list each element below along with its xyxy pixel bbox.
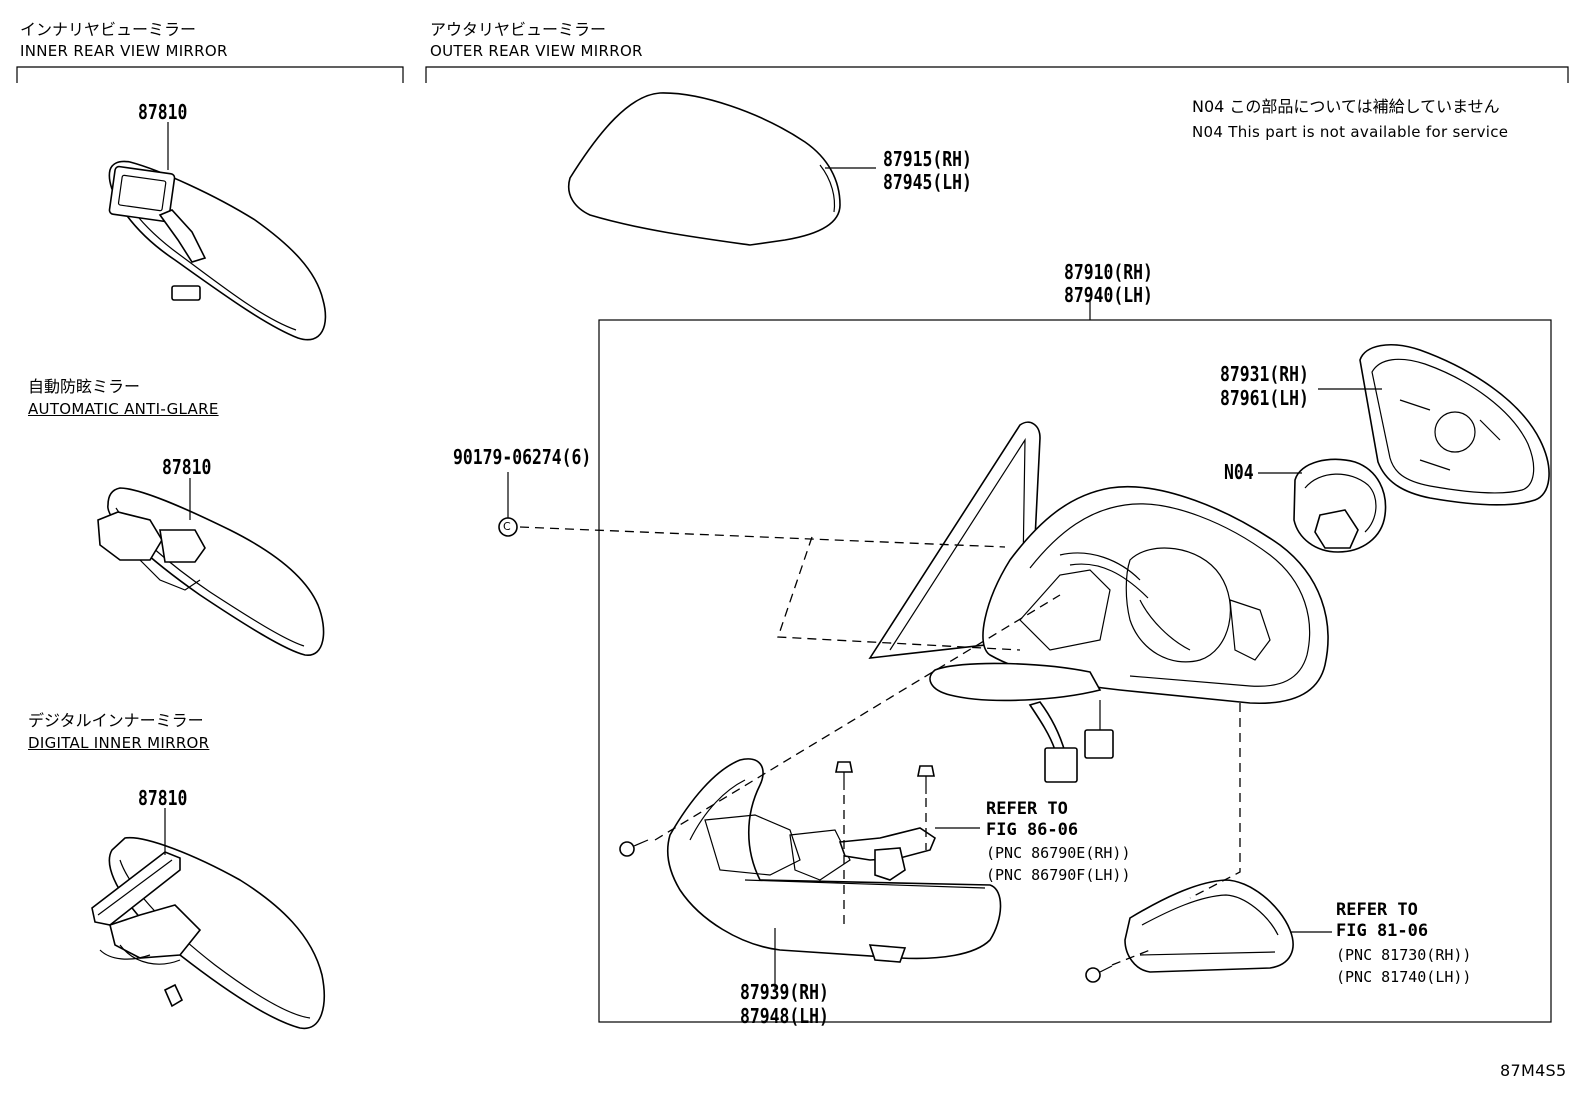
ref2-pnc1: (PNC 81730(RH)) [1336, 946, 1472, 964]
ref2-line2: FIG 81-06 [1336, 921, 1429, 941]
assembly-dashed-lines [519, 526, 1241, 966]
part-number-cover-lh: 87945(LH) [883, 170, 972, 194]
screws-drawing [498, 472, 1113, 983]
part-number-n04: N04 [1224, 460, 1254, 484]
actuator-n04-drawing [1258, 458, 1387, 553]
outer-section-title-en: OUTER REAR VIEW MIRROR [430, 42, 643, 60]
inner-mirror-1-drawing [108, 122, 327, 341]
glass-backing-drawing [1318, 344, 1550, 506]
inner-mirror-3-drawing [91, 808, 325, 1030]
auto-antiglare-title-en: AUTOMATIC ANTI-GLARE [28, 400, 219, 418]
outer-section-title-jp: アウタリヤビューミラー [430, 20, 607, 39]
side-turn-lamp-drawing [1124, 879, 1332, 973]
part-number-87810-inner: 87810 [138, 100, 188, 124]
part-number-cover-rh: 87915(RH) [883, 147, 972, 171]
part-number-glass-rh: 87931(RH) [1220, 362, 1309, 386]
figure-code: 87M4S5 [1500, 1061, 1567, 1080]
part-number-lower-cover-rh: 87939(RH) [740, 980, 829, 1004]
inner-section-bracket [16, 66, 404, 83]
ref1-pnc1: (PNC 86790E(RH)) [986, 844, 1131, 862]
lower-cover-drawing [666, 758, 1002, 990]
part-number-lower-cover-lh: 87948(LH) [740, 1004, 829, 1028]
inner-section-title-jp: インナリヤビューミラー [20, 20, 197, 39]
assembly-frame [598, 319, 1552, 1023]
ref2-line1: REFER TO [1336, 900, 1418, 920]
part-number-assy-rh: 87910(RH) [1064, 260, 1153, 284]
auto-antiglare-title-jp: 自動防眩ミラー [28, 377, 141, 396]
part-number-screw: 90179-06274(6) [453, 445, 592, 469]
screw-symbol: C [503, 520, 511, 533]
mirror-housing-drawing [929, 486, 1329, 783]
digital-mirror-title-en: DIGITAL INNER MIRROR [28, 734, 210, 752]
ref2-pnc2: (PNC 81740(LH)) [1336, 968, 1472, 986]
part-number-87810-antiglare: 87810 [162, 455, 212, 479]
ref1-pnc2: (PNC 86790F(LH)) [986, 866, 1131, 884]
mirror-cover-drawing [568, 92, 876, 246]
camera-bracket-drawing [838, 827, 980, 881]
inner-mirror-2-drawing [97, 478, 325, 656]
part-number-assy-lh: 87940(LH) [1064, 283, 1153, 307]
service-note-en: N04 This part is not available for servi… [1192, 123, 1509, 141]
outer-section-bracket [425, 66, 1569, 83]
ref1-line1: REFER TO [986, 799, 1068, 819]
digital-mirror-title-jp: デジタルインナーミラー [28, 711, 204, 730]
part-number-glass-lh: 87961(LH) [1220, 386, 1309, 410]
inner-section-title-en: INNER REAR VIEW MIRROR [20, 42, 228, 60]
part-number-87810-digital: 87810 [138, 786, 188, 810]
ref1-line2: FIG 86-06 [986, 820, 1079, 840]
service-note-jp: N04 この部品については補給していません [1192, 97, 1500, 116]
